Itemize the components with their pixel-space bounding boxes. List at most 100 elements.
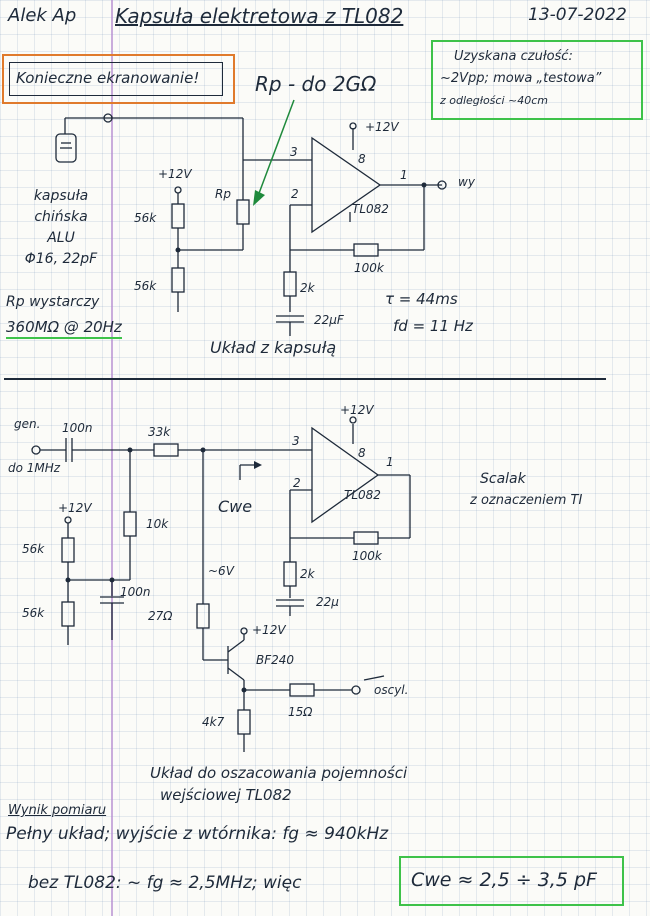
s2-gen: gen. [14, 417, 40, 431]
output-terminal [437, 180, 447, 190]
s1-pin-out: 1 [400, 168, 408, 182]
s1-pin-minus: 2 [291, 187, 299, 201]
s1-c-gnd: 22µF [314, 313, 345, 327]
r-out-resistor [289, 683, 315, 697]
s1-pin-plus: 3 [290, 145, 298, 159]
s1-r-gnd: 2k [300, 281, 316, 295]
s2-c-in: 100n [62, 421, 93, 435]
opamp-1-triangle [311, 136, 382, 234]
rp-enough-value: 360MΩ @ 20Hz [6, 318, 122, 339]
s2-cwe: Cwe [218, 497, 252, 516]
s2-vcc-tr: +12V [252, 623, 286, 637]
rp-hint-arrow [257, 99, 295, 197]
shielding-warning-box [2, 54, 235, 104]
author: Alek Ap [8, 5, 77, 26]
s2-r-10k: 10k [146, 517, 169, 531]
capsule-line-1: kapsuła [33, 188, 89, 204]
s1-r-bottom: 56k [134, 279, 157, 293]
s2-r-bottom: 56k [22, 606, 45, 620]
s2-pin-vcc: 8 [358, 446, 366, 460]
s1-pin-vcc: 8 [358, 152, 366, 166]
r-series-resistor [153, 443, 179, 457]
rp-enough-label: Rp wystarczy [6, 294, 100, 310]
s2-r-top: 56k [22, 542, 45, 556]
shielding-note: Konieczne ekranowanie! [16, 69, 200, 87]
s2-pin-minus: 2 [293, 476, 301, 490]
s2-c-div: 100n [120, 585, 151, 599]
s2-chip: TL082 [344, 488, 381, 502]
s2-r-gnd-resistor [283, 561, 297, 587]
circuit2-caption-line-1: Układ do oszacowania pojemności [150, 764, 408, 782]
s2-bias: ~6V [208, 564, 235, 578]
capsule-note: kapsuła chińska ALU Φ16, 22pF [16, 186, 106, 270]
s2-out: oscyl. [374, 683, 408, 697]
s1-vcc-opamp: +12V [365, 120, 399, 134]
transistor-icon [227, 639, 245, 681]
results-heading: Wynik pomiaru [8, 803, 107, 818]
scope-terminal [351, 685, 361, 695]
date: 13-07-2022 [528, 5, 627, 25]
s2-r-out: 15Ω [288, 705, 313, 719]
s2-pin-plus: 3 [292, 434, 300, 448]
r-top-resistor [171, 203, 185, 229]
s2-r-emitter: 4k7 [202, 715, 225, 729]
r-10k-resistor [123, 511, 137, 537]
capsule-line-4: Φ16, 22pF [24, 251, 98, 267]
capsule-microphone-icon [55, 118, 77, 163]
r-base-resistor [196, 603, 210, 629]
cutoff-frequency: fd = 11 Hz [393, 317, 473, 335]
ti-note: Scalak z oznaczeniem TI [470, 468, 582, 512]
page-title: Kapsuła elektretowa z TL082 [115, 4, 404, 28]
time-constant: τ = 44ms [385, 290, 458, 308]
s2-r-series: 33k [148, 425, 171, 439]
s2-r-feedback: 100k [352, 549, 383, 563]
sensitivity-line-1: Uzyskana czułość: [454, 49, 573, 64]
ti-note-line-2: z oznaczeniem TI [470, 493, 583, 508]
sensitivity-line-3: z odległości ~40cm [440, 94, 548, 107]
s2-c-gnd: 22µ [316, 595, 339, 609]
rp-resistor [236, 199, 250, 225]
section-divider [4, 378, 606, 380]
s1-r-feedback: 100k [354, 261, 385, 275]
divider-node [175, 247, 181, 253]
capsule-line-3: ALU [47, 230, 75, 246]
opamp-2-triangle [311, 426, 380, 524]
r-bottom-resistor [171, 267, 185, 293]
sensitivity-note: Uzyskana czułość: ~2Vpp; mowa „testowa” … [440, 46, 601, 112]
result-line-2: bez TL082: ~ fg ≈ 2,5MHz; więc [28, 873, 302, 893]
s1-vcc-divider: +12V [158, 167, 192, 181]
schematic-1: 3 2 1 8 TL082 +12V +12V 56k 56k Rp 100k … [55, 99, 476, 336]
capsule-line-2: chińska [34, 209, 88, 225]
s2-vcc-div: +12V [58, 501, 92, 515]
s1-rp: Rp [215, 187, 231, 201]
rp-hint: Rp - do 2GΩ [255, 72, 377, 96]
r-gnd-resistor [283, 271, 297, 297]
s2-r-bottom-resistor [61, 601, 75, 627]
ti-note-line-1: Scalak [480, 471, 526, 487]
shielding-inner-box [9, 62, 223, 96]
r-emitter-resistor [237, 709, 251, 735]
s2-vcc-opamp: +12V [340, 403, 374, 417]
s2-r-gnd: 2k [300, 567, 316, 581]
s2-gen-range: do 1MHz [8, 461, 61, 475]
circuit2-caption: Układ do oszacowania pojemności wejściow… [150, 762, 407, 806]
shield-junction [103, 113, 113, 123]
s2-r-feedback-resistor [353, 531, 379, 545]
circuit1-caption: Układ z kapsułą [210, 338, 337, 357]
s2-r-top-resistor [61, 537, 75, 563]
r-feedback-resistor [353, 243, 379, 257]
s2-r-base: 27Ω [148, 609, 173, 623]
result-value: Cwe ≈ 2,5 ÷ 3,5 pF [411, 869, 597, 891]
result-line-1: Pełny układ; wyjście z wtórnika: fg ≈ 94… [6, 824, 389, 844]
sensitivity-line-2: ~2Vpp; mowa „testowa” [440, 71, 602, 86]
schematic-2: gen. do 1MHz 100n 33k 10k 56k 56k 100n +… [8, 403, 411, 752]
s2-pin-out: 1 [386, 455, 394, 469]
s1-out: wy [458, 175, 476, 189]
s1-r-top: 56k [134, 211, 157, 225]
s2-transistor: BF240 [256, 653, 294, 667]
circuit2-caption-line-2: wejściowej TL082 [160, 786, 292, 804]
gen-terminal [31, 445, 41, 455]
vcc-divider-terminal [174, 186, 182, 194]
sensitivity-box [431, 40, 643, 120]
